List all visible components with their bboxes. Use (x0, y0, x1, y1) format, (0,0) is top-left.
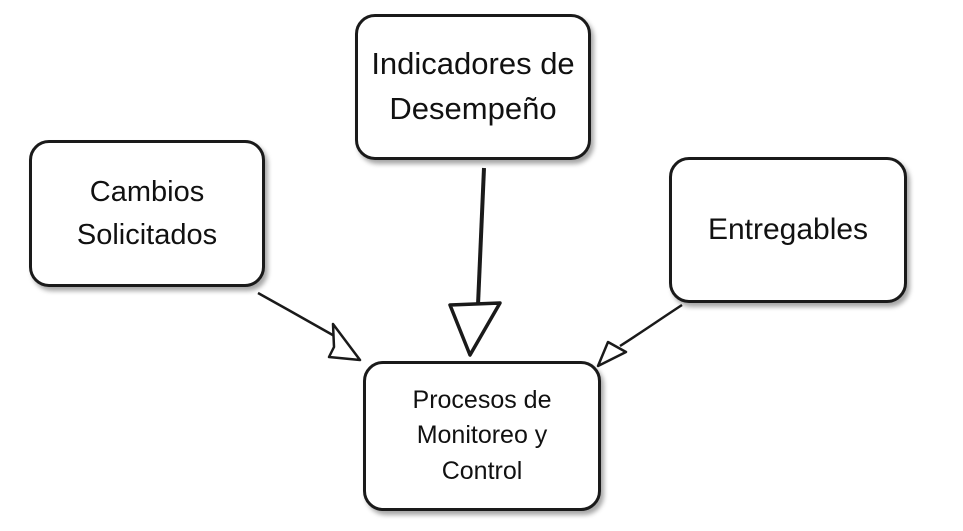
node-indicadores-de-desempeno: Indicadores de Desempeño (355, 14, 591, 160)
node-label: Cambios Solicitados (76, 176, 218, 251)
arrow-indicadores-to-procesos (448, 167, 502, 357)
node-label: Procesos de Monitoreo y Control (412, 385, 552, 485)
arrow-entregables-to-procesos (596, 303, 683, 368)
node-label: Indicadores de Desempeño (371, 46, 575, 126)
node-label: Entregables (707, 213, 869, 247)
node-cambios-solicitados: Cambios Solicitados (29, 140, 265, 287)
node-procesos-de-monitoreo-y-control: Procesos de Monitoreo y Control (363, 361, 601, 511)
arrow-cambios-to-procesos (257, 291, 362, 362)
node-entregables: Entregables (669, 157, 907, 303)
